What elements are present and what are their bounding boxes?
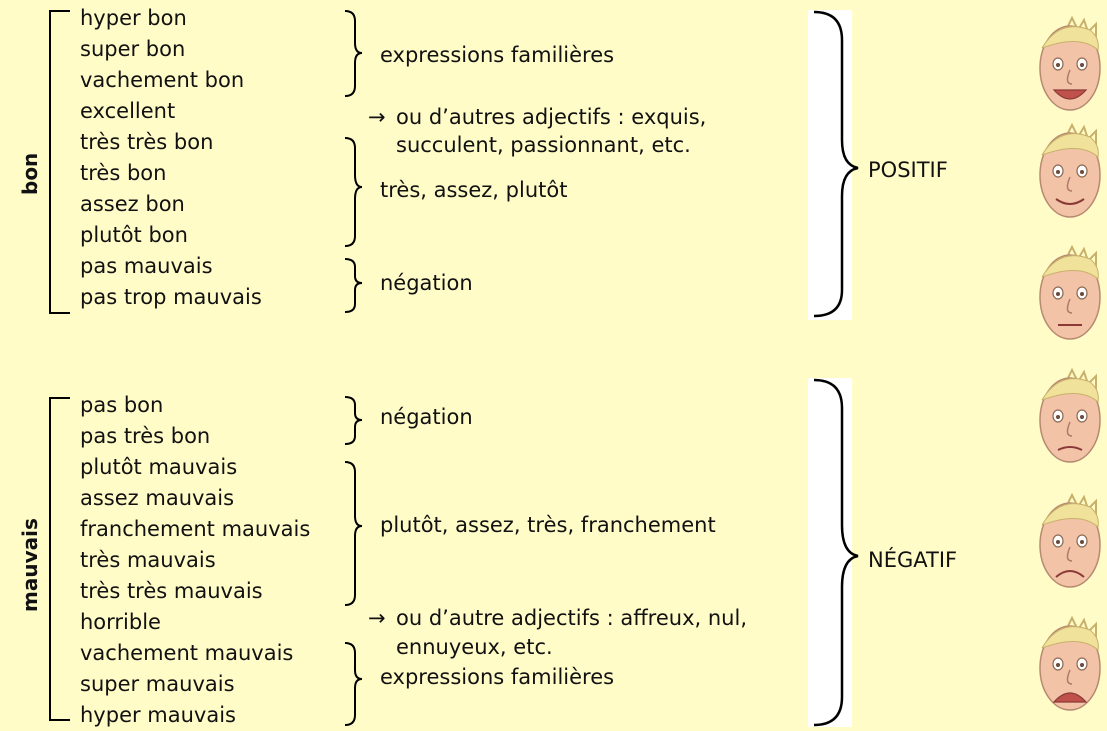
list-item: très très bon — [80, 130, 214, 154]
unhappy-face-icon — [1039, 494, 1101, 588]
list-item: hyper mauvais — [80, 703, 237, 727]
mauvais-note-familier: expressions familières — [380, 665, 615, 689]
brace-familier-bon — [344, 10, 363, 97]
list-item: super mauvais — [80, 672, 235, 696]
negatif-brace-box — [808, 378, 852, 727]
very-happy-face-icon — [1039, 17, 1101, 111]
positif-brace-box — [808, 10, 852, 320]
list-item: super bon — [80, 37, 186, 61]
mauvais-arrow-icon: → — [368, 606, 386, 630]
list-item: excellent — [80, 99, 176, 123]
brace-adverbes-bon — [344, 137, 363, 247]
list-item: très mauvais — [80, 548, 216, 572]
list-item: hyper bon — [80, 6, 187, 30]
list-item: pas mauvais — [80, 254, 213, 278]
list-item: pas bon — [80, 393, 164, 417]
neutral-face-icon — [1039, 246, 1101, 340]
brace-adverbes-mauvais — [344, 461, 363, 606]
list-item: plutôt mauvais — [80, 455, 238, 479]
worried-face-icon — [1039, 369, 1101, 463]
bon-expression-list: hyper bon super bon vachement bon excell… — [80, 3, 262, 313]
bon-note-negation: négation — [380, 271, 473, 295]
bon-square-bracket — [49, 10, 70, 314]
mauvais-note-adverbes: plutôt, assez, très, franchement — [380, 513, 716, 537]
positif-label: POSITIF — [868, 158, 948, 182]
bon-note-adjectifs-1: ou d’autres adjectifs : exquis, — [396, 105, 707, 129]
big-brace-negatif — [813, 378, 859, 727]
happy-face-icon — [1039, 124, 1101, 218]
mauvais-square-bracket — [49, 397, 70, 721]
list-item: très bon — [80, 161, 167, 185]
list-item: vachement mauvais — [80, 641, 294, 665]
list-item: vachement bon — [80, 68, 245, 92]
list-item: pas trop mauvais — [80, 285, 262, 309]
brace-negation-bon — [344, 258, 363, 313]
list-item: très très mauvais — [80, 579, 263, 603]
bon-note-adverbes: très, assez, plutôt — [380, 178, 568, 202]
mauvais-note-adjectifs-2: ennuyeux, etc. — [396, 635, 553, 659]
mauvais-note-negation: négation — [380, 405, 473, 429]
bon-note-adjectifs-2: succulent, passionnant, etc. — [396, 133, 691, 157]
list-item: assez bon — [80, 192, 185, 216]
big-brace-positif — [813, 10, 859, 318]
brace-familier-mauvais — [344, 642, 363, 726]
list-item: plutôt bon — [80, 223, 188, 247]
list-item: horrible — [80, 610, 161, 634]
list-item: assez mauvais — [80, 486, 235, 510]
list-item: pas très bon — [80, 424, 211, 448]
bon-arrow-icon: → — [368, 105, 386, 129]
very-unhappy-face-icon — [1039, 617, 1101, 711]
negatif-label: NÉGATIF — [868, 548, 958, 572]
brace-negation-mauvais — [344, 396, 363, 445]
mauvais-note-adjectifs-1: ou d’autre adjectifs : affreux, nul, — [396, 606, 747, 630]
list-item: franchement mauvais — [80, 517, 311, 541]
mauvais-expression-list: pas bon pas très bon plutôt mauvais asse… — [80, 390, 310, 731]
bon-note-familier: expressions familières — [380, 43, 615, 67]
